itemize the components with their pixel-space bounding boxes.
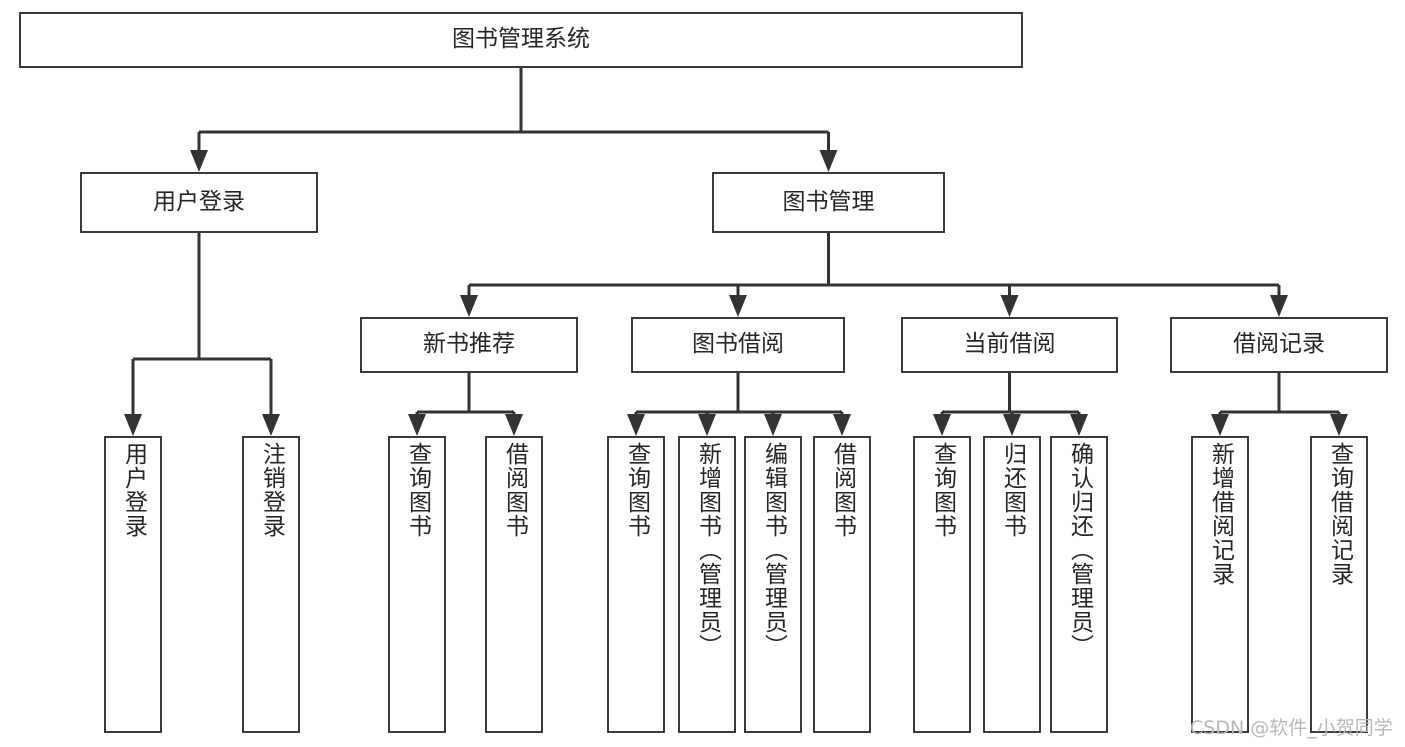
node-leaf11[interactable]: 确认归还（管理员）	[1050, 436, 1108, 733]
arrowhead-icon	[408, 414, 426, 436]
node-label: 借阅图书	[829, 442, 856, 538]
arrowhead-icon	[124, 414, 142, 436]
arrowhead-icon	[819, 150, 838, 172]
node-label: 查询图书	[404, 442, 431, 538]
node-label: 确认归还（管理员）	[1066, 442, 1093, 658]
node-leaf4[interactable]: 借阅图书	[485, 436, 543, 733]
node-label: 新增图书（管理员）	[694, 442, 721, 658]
node-borrow[interactable]: 图书借阅	[631, 317, 845, 373]
node-newbook[interactable]: 新书推荐	[360, 317, 578, 373]
node-records[interactable]: 借阅记录	[1170, 317, 1388, 373]
node-label: 图书借阅	[692, 331, 784, 358]
node-label: 借阅记录	[1233, 331, 1325, 358]
arrowhead-icon	[190, 150, 208, 172]
arrowhead-icon	[1000, 295, 1019, 317]
node-label: 查询图书	[623, 442, 650, 538]
arrowhead-icon	[729, 295, 747, 317]
arrowhead-icon	[505, 414, 523, 436]
node-root[interactable]: 图书管理系统	[19, 12, 1023, 68]
node-label: 图书管理	[782, 188, 875, 215]
node-label: 当前借阅	[963, 331, 1056, 358]
arrowhead-icon	[460, 295, 478, 317]
arrowhead-icon	[1330, 414, 1348, 436]
node-leaf8[interactable]: 借阅图书	[813, 436, 871, 733]
arrowhead-icon	[262, 414, 280, 436]
arrowhead-icon	[933, 414, 951, 436]
node-leaf1[interactable]: 用户登录	[104, 436, 162, 733]
node-label: 注销登录	[258, 442, 285, 538]
node-leaf12[interactable]: 新增借阅记录	[1191, 436, 1249, 733]
arrowhead-icon	[698, 414, 716, 436]
watermark-label: CSDN @软件_小贺同学	[1190, 717, 1393, 739]
node-leaf3[interactable]: 查询图书	[388, 436, 446, 733]
node-leaf7[interactable]: 编辑图书（管理员）	[744, 436, 802, 733]
arrowhead-icon	[627, 414, 645, 436]
node-leaf6[interactable]: 新增图书（管理员）	[678, 436, 736, 733]
node-label: 新书推荐	[423, 331, 515, 358]
node-bookmgmt[interactable]: 图书管理	[712, 172, 945, 233]
arrowhead-icon	[1211, 414, 1229, 436]
node-leaf5[interactable]: 查询图书	[607, 436, 665, 733]
node-label: 借阅图书	[501, 442, 528, 538]
node-label: 编辑图书（管理员）	[760, 442, 787, 658]
arrowhead-icon	[1003, 414, 1021, 436]
node-label: 归还图书	[999, 442, 1026, 538]
node-label: 查询图书	[929, 442, 956, 538]
node-leaf2[interactable]: 注销登录	[242, 436, 300, 733]
node-login[interactable]: 用户登录	[80, 172, 318, 233]
node-label: 用户登录	[120, 442, 147, 538]
node-label: 查询借阅记录	[1326, 442, 1353, 586]
node-label: 用户登录	[153, 188, 245, 215]
node-label: 图书管理系统	[452, 26, 590, 53]
node-current[interactable]: 当前借阅	[901, 317, 1118, 373]
node-label: 新增借阅记录	[1207, 442, 1234, 586]
arrowhead-icon	[764, 414, 782, 436]
arrowhead-icon	[1070, 414, 1088, 436]
node-leaf9[interactable]: 查询图书	[913, 436, 971, 733]
arrowhead-icon	[833, 414, 851, 436]
node-leaf10[interactable]: 归还图书	[983, 436, 1041, 733]
arrowhead-icon	[1270, 295, 1288, 317]
node-leaf13[interactable]: 查询借阅记录	[1310, 436, 1368, 733]
